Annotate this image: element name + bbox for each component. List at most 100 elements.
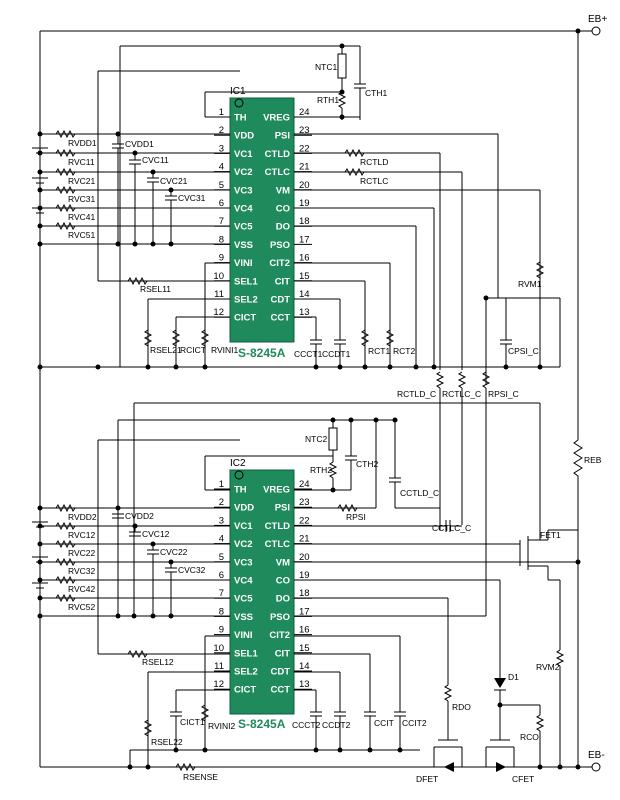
ic2-pin-name: VSS bbox=[234, 612, 253, 623]
rvc12-label: RVC12 bbox=[68, 530, 96, 540]
reb-resistor: REB bbox=[573, 439, 602, 482]
rsel21-label: RSEL21 bbox=[150, 345, 182, 355]
ic2-pin-name: PSI bbox=[275, 503, 290, 514]
ccit2-label: CCIT2 bbox=[402, 718, 427, 728]
cctlc-c-label: CCTLC_C bbox=[432, 523, 471, 533]
d1-diode: D1 bbox=[494, 672, 519, 691]
ic2-pin-name: DO bbox=[276, 594, 290, 605]
ic2-pin-name: PSO bbox=[270, 612, 290, 623]
ic1-pin-number: 10 bbox=[213, 271, 224, 282]
ic1-body bbox=[229, 97, 295, 343]
rctld-c-label: RCTLD_C bbox=[397, 389, 436, 399]
cvdd2-label: CVDD2 bbox=[125, 511, 154, 521]
ic2-pin-number: 9 bbox=[219, 625, 224, 636]
ic2-pin-name: VC2 bbox=[234, 539, 252, 550]
ic2-pin-number: 4 bbox=[219, 534, 224, 545]
cvc21-label: CVC21 bbox=[160, 176, 188, 186]
ic1-pin-number: 24 bbox=[299, 107, 310, 118]
ic1-pin-number: 21 bbox=[299, 162, 310, 173]
rct1-label: RCT1 bbox=[368, 346, 390, 356]
rvc42-label: RVC42 bbox=[68, 584, 96, 594]
rvini2-label: RVINI2 bbox=[208, 721, 236, 731]
terminal-eb-minus: EB- bbox=[588, 750, 605, 772]
cvc12-label: CVC12 bbox=[142, 529, 170, 539]
cfet-label: CFET bbox=[512, 774, 534, 784]
ic1-pin-number: 11 bbox=[214, 289, 224, 300]
terminal-eb-plus: EB+ bbox=[588, 14, 607, 36]
ic1-pin-number: 3 bbox=[219, 143, 224, 154]
cfet-transistor: CFET bbox=[485, 739, 534, 784]
rvdd2-label: RVDD2 bbox=[68, 512, 97, 522]
ic2-pin-number: 15 bbox=[299, 643, 310, 654]
ic1-pin-name: DO bbox=[276, 222, 290, 233]
ic2-pin-number: 5 bbox=[219, 552, 224, 563]
ic2-pin-number: 19 bbox=[299, 570, 310, 581]
ic1-pin-name: VDD bbox=[234, 131, 254, 142]
ic1-wiring: NTC1 RTH1 CTH1 RVDD1 CVDD1 RVC11 RVC21 R… bbox=[32, 43, 561, 399]
ic2-pin-number: 6 bbox=[219, 570, 224, 581]
ic2-pin-name: CTLC bbox=[265, 539, 290, 550]
ccdt1-label: CCDT1 bbox=[322, 349, 351, 359]
ic1-pin-name: VSS bbox=[234, 240, 253, 251]
ic2-pin-name: CO bbox=[276, 576, 290, 587]
ic2-pin-name: CTLD bbox=[265, 521, 290, 532]
ic2-pin-number: 18 bbox=[299, 588, 310, 599]
dfet-transistor: DFET bbox=[416, 739, 463, 784]
ic1-pin-name: CCT bbox=[270, 313, 290, 324]
terminal-eb-plus-label: EB+ bbox=[588, 14, 607, 25]
rpsi-label: RPSI bbox=[346, 512, 366, 522]
ic2-pin-name: VREG bbox=[263, 485, 290, 496]
ic2-pin-number: 8 bbox=[219, 606, 224, 617]
rct2-label: RCT2 bbox=[393, 346, 415, 356]
ic2-pin-name: VC1 bbox=[234, 521, 253, 532]
ccdt2-label: CCDT2 bbox=[322, 720, 351, 730]
ic1-pin-name: CICT bbox=[234, 313, 256, 324]
ic1-pin-name: PSO bbox=[270, 240, 290, 251]
cvdd1-label: CVDD1 bbox=[125, 139, 154, 149]
terminal-eb-minus-label: EB- bbox=[588, 750, 605, 761]
ic1-pin-number: 19 bbox=[299, 198, 310, 209]
ic2-pin-name: VINI bbox=[234, 630, 252, 641]
ic2-pin-name: CDT bbox=[270, 667, 290, 678]
ic1-pin-number: 22 bbox=[299, 143, 310, 154]
rvc51-label: RVC51 bbox=[68, 230, 96, 240]
cict1-label: CICT1 bbox=[180, 717, 205, 727]
rails bbox=[39, 28, 595, 770]
ic1-pin-number: 18 bbox=[299, 216, 310, 227]
ic2-pin-number: 3 bbox=[219, 515, 224, 526]
rvc11-label: RVC11 bbox=[68, 157, 95, 167]
cvc11-label: CVC11 bbox=[142, 155, 169, 165]
ntc1-label: NTC1 bbox=[315, 62, 337, 72]
ic1-pin-name: VREG bbox=[263, 113, 290, 124]
ic2-pin-number: 16 bbox=[299, 625, 310, 636]
ic2-body bbox=[229, 469, 295, 715]
ic2-pin-name: CICT bbox=[234, 685, 256, 696]
ic2-pin-number: 12 bbox=[213, 679, 224, 690]
rth2-label: RTH2 bbox=[310, 465, 332, 475]
ic2-name: IC2 bbox=[230, 458, 246, 469]
rpsi-c-label: RPSI_C bbox=[488, 389, 519, 399]
rdo-label: RDO bbox=[452, 702, 471, 712]
ic1-pin-name: VC5 bbox=[234, 222, 253, 233]
ic1-pin-number: 16 bbox=[299, 253, 310, 264]
ic2-pin-name: SEL1 bbox=[234, 648, 258, 659]
ic1-pin-name: PSI bbox=[275, 131, 290, 142]
ccct2-label: CCCT2 bbox=[292, 720, 321, 730]
cth1-label: CTH1 bbox=[365, 88, 387, 98]
ic2-pin-number: 2 bbox=[219, 497, 224, 508]
rvc32-label: RVC32 bbox=[68, 566, 96, 576]
ic2-pin-name: SEL2 bbox=[234, 667, 258, 678]
ic2-pin-number: 22 bbox=[299, 515, 310, 526]
ic1-pin-name: SEL2 bbox=[234, 295, 258, 306]
ic2-pin-name: VC3 bbox=[234, 557, 252, 568]
ic1-pin-number: 7 bbox=[219, 216, 224, 227]
d1-label: D1 bbox=[508, 672, 519, 682]
cvc32-label: CVC32 bbox=[178, 565, 206, 575]
ic1-pin-name: VM bbox=[276, 185, 290, 196]
rvm2-label: RVM2 bbox=[536, 662, 560, 672]
ic1-pin-number: 23 bbox=[299, 125, 310, 136]
ic1-pin-name: SEL1 bbox=[234, 276, 258, 287]
rth1-label: RTH1 bbox=[317, 95, 339, 105]
